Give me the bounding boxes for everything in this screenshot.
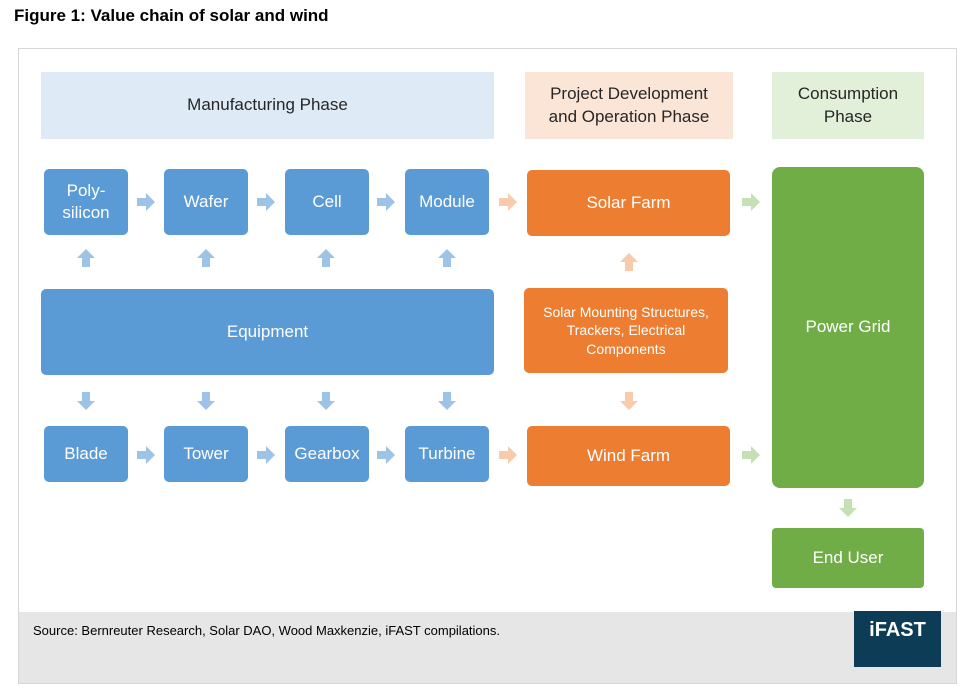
- power-grid-label: Power Grid: [805, 317, 891, 337]
- arrow-right-icon: [377, 193, 395, 211]
- solar-step-label: Module: [419, 191, 475, 211]
- solar-step-module: Module: [405, 169, 489, 235]
- wind-step-label: Turbine: [418, 443, 476, 463]
- arrow-right-icon: [137, 446, 155, 464]
- power-grid-box: Power Grid: [772, 167, 924, 488]
- arrow-right-icon: [742, 193, 760, 211]
- arrow-up-icon: [620, 253, 638, 271]
- arrow-up-icon: [317, 249, 335, 267]
- wind-step-blade: Blade: [44, 426, 128, 482]
- ifast-logo: iFAST: [854, 611, 941, 667]
- consumption-phase-label: Consumption Phase: [797, 84, 899, 126]
- project-phase-label: Project Development and Operation Phase: [548, 84, 710, 126]
- wind-step-label: Tower: [183, 443, 229, 463]
- arrow-right-icon: [257, 446, 275, 464]
- mounting-label: Solar Mounting Structures, Trackers, Ele…: [543, 304, 709, 357]
- solar-step-wafer: Wafer: [164, 169, 248, 235]
- source-bar: Source: Bernreuter Research, Solar DAO, …: [19, 612, 956, 683]
- arrow-up-icon: [77, 249, 95, 267]
- arrow-down-icon: [620, 392, 638, 410]
- arrow-down-icon: [197, 392, 215, 410]
- arrow-right-icon: [499, 193, 517, 211]
- equipment-label: Equipment: [226, 321, 309, 341]
- wind-step-label: Gearbox: [294, 443, 360, 463]
- manufacturing-phase-header: Manufacturing Phase: [41, 72, 494, 139]
- mounting-box: Solar Mounting Structures, Trackers, Ele…: [524, 288, 728, 373]
- wind-farm-label: Wind Farm: [586, 445, 671, 465]
- solar-step-cell: Cell: [285, 169, 369, 235]
- solar-step-label: Poly-silicon: [62, 180, 110, 222]
- arrow-down-icon: [438, 392, 456, 410]
- solar-step-polysilicon: Poly-silicon: [44, 169, 128, 235]
- solar-step-label: Cell: [312, 191, 342, 211]
- wind-farm-box: Wind Farm: [527, 426, 730, 486]
- end-user-box: End User: [772, 528, 924, 588]
- logo-text: iFAST: [869, 619, 926, 641]
- solar-step-label: Wafer: [183, 191, 229, 211]
- wind-step-label: Blade: [64, 443, 108, 463]
- wind-step-gearbox: Gearbox: [285, 426, 369, 482]
- equipment-box: Equipment: [41, 289, 494, 375]
- wind-step-tower: Tower: [164, 426, 248, 482]
- arrow-down-icon: [317, 392, 335, 410]
- solar-farm-label: Solar Farm: [586, 192, 671, 212]
- arrow-right-icon: [742, 446, 760, 464]
- figure-title: Figure 1: Value chain of solar and wind: [14, 6, 329, 25]
- consumption-phase-header: Consumption Phase: [772, 72, 924, 139]
- wind-step-turbine: Turbine: [405, 426, 489, 482]
- manufacturing-phase-label: Manufacturing Phase: [187, 95, 348, 115]
- end-user-label: End User: [812, 547, 884, 567]
- arrow-right-icon: [499, 446, 517, 464]
- arrow-right-icon: [137, 193, 155, 211]
- arrow-right-icon: [377, 446, 395, 464]
- solar-farm-box: Solar Farm: [527, 170, 730, 236]
- source-note: Source: Bernreuter Research, Solar DAO, …: [33, 623, 500, 638]
- arrow-down-icon: [77, 392, 95, 410]
- project-phase-header: Project Development and Operation Phase: [525, 72, 733, 139]
- arrow-up-icon: [438, 249, 456, 267]
- arrow-right-icon: [257, 193, 275, 211]
- arrow-up-icon: [197, 249, 215, 267]
- arrow-down-icon: [839, 499, 857, 517]
